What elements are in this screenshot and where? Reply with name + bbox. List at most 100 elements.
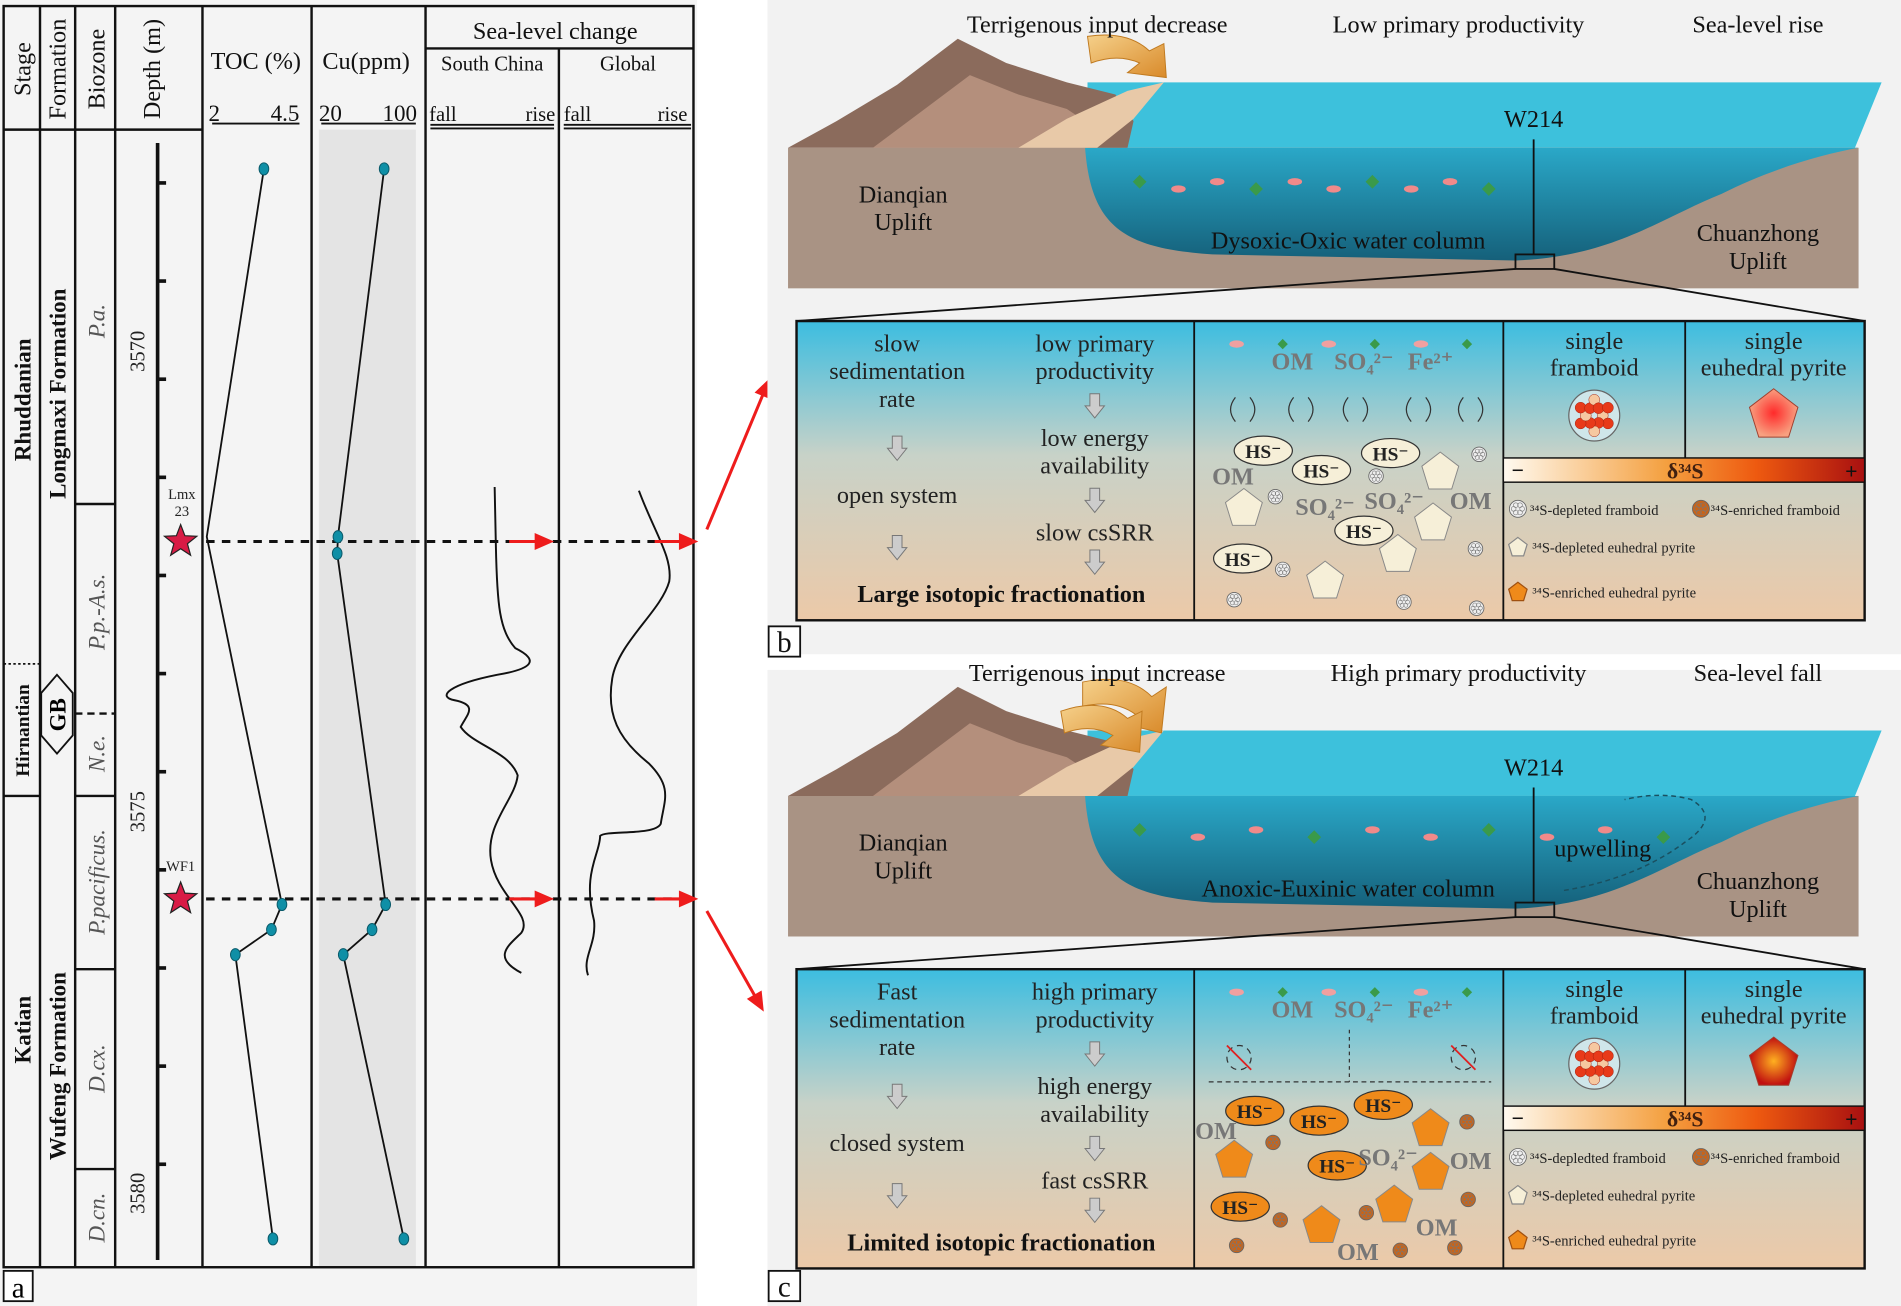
south-china-rise: rise bbox=[526, 104, 556, 126]
framboid-grain bbox=[1574, 417, 1587, 430]
hs-ellipse bbox=[1233, 435, 1293, 466]
west-uplift-label: Uplift bbox=[874, 209, 932, 236]
plankton-icon bbox=[1326, 185, 1341, 193]
panel-a-stratigraphic-column: Stage Formation Biozone Depth (m) TOC (%… bbox=[0, 0, 771, 1306]
hs-ellipse bbox=[1291, 454, 1352, 486]
global-sea-level-curve bbox=[585, 490, 671, 976]
red-arrow-icon bbox=[678, 890, 699, 908]
pyrite-title: euhedral pyrite bbox=[1701, 1003, 1847, 1030]
down-arrow-icon bbox=[886, 534, 908, 561]
framboid-icon bbox=[1226, 592, 1242, 608]
plankton-icon bbox=[1287, 178, 1303, 186]
om-label: OM bbox=[1212, 464, 1254, 491]
red-arrow-icon bbox=[678, 533, 699, 551]
framboid-grain bbox=[1517, 502, 1523, 508]
down-arrow-icon bbox=[886, 1183, 908, 1209]
cycling-arrow-icon bbox=[1288, 396, 1314, 422]
single-framboid-icon bbox=[1568, 389, 1621, 442]
blocked-mark-icon bbox=[1450, 1044, 1477, 1071]
delta-plus: + bbox=[1845, 460, 1857, 484]
cu-point bbox=[398, 1232, 410, 1246]
delta34s-gradient-bar bbox=[1502, 1105, 1866, 1132]
framboid-grain bbox=[1233, 594, 1239, 599]
east-uplift-label: Chuanzhong bbox=[1697, 220, 1819, 247]
west-uplift-label: Dianqian bbox=[859, 829, 948, 856]
delta34s-label: δ³⁴S bbox=[1667, 460, 1704, 484]
framboid-outline bbox=[1267, 489, 1284, 505]
legend-depleted-pyrite: ³⁴S-depleted euhedral pyrite bbox=[1532, 1189, 1695, 1205]
framboid-grain bbox=[1602, 1050, 1614, 1062]
legend-enriched-framboid: ³⁴S-enriched framboid bbox=[1711, 1151, 1841, 1167]
down-arrow-icon bbox=[1084, 1197, 1106, 1224]
east-uplift-label: Chuanzhong bbox=[1697, 868, 1819, 895]
formation-wufeng: Wufeng Formation bbox=[44, 972, 70, 1160]
framboid-outline bbox=[1228, 1237, 1245, 1254]
framboid-grain bbox=[1464, 1193, 1469, 1199]
water-basin bbox=[1085, 795, 1859, 909]
down-arrow-icon bbox=[1084, 487, 1106, 514]
plankton-icon bbox=[1413, 988, 1429, 996]
depth-label-3580: 3580 bbox=[127, 1173, 149, 1214]
framboid-grain bbox=[1371, 470, 1377, 476]
down-arrow-icon bbox=[1084, 1041, 1106, 1067]
mountain-slope bbox=[872, 75, 1104, 148]
legend-enriched-pyrite: ³⁴S-enriched euhedral pyrite bbox=[1532, 1233, 1696, 1249]
framboid-title: single bbox=[1565, 328, 1623, 355]
legend-depleted-framboid: ³⁴S-depledted framboid bbox=[1530, 1151, 1667, 1167]
framboid-outline bbox=[1358, 1205, 1375, 1221]
framboid-grain bbox=[1474, 549, 1480, 555]
hs-ellipse bbox=[1307, 1150, 1367, 1181]
om-label: OM bbox=[1416, 1215, 1458, 1242]
blocked-cycling-icon bbox=[1226, 1044, 1252, 1071]
hs-label: HS⁻ bbox=[1319, 1157, 1355, 1178]
framboid-grain bbox=[1700, 1157, 1706, 1164]
framboid-grain bbox=[1232, 1239, 1238, 1245]
framboid-icon bbox=[1392, 1242, 1408, 1258]
depth-label-3570: 3570 bbox=[127, 331, 149, 372]
energy-text: low energy bbox=[1041, 425, 1150, 452]
framboid-grain bbox=[1233, 600, 1239, 606]
geochem-series bbox=[205, 162, 410, 1246]
framboid-icon bbox=[1447, 1240, 1463, 1256]
productivity-label: Low primary productivity bbox=[1333, 12, 1586, 39]
framboid-grain bbox=[1230, 594, 1235, 599]
framboid-grain bbox=[1403, 596, 1409, 602]
legend-depleted-framboid: ³⁴S-depleted framboid bbox=[1530, 503, 1659, 519]
species-label: SO₄²⁻ bbox=[1334, 349, 1394, 376]
system-text: open system bbox=[837, 482, 958, 509]
framboid-outline bbox=[1447, 1240, 1463, 1256]
framboid-grain bbox=[1276, 1214, 1281, 1220]
framboid-grain bbox=[1450, 1242, 1456, 1248]
om-label: OM bbox=[1337, 1239, 1379, 1266]
zoom-line bbox=[796, 268, 1516, 322]
down-arrow-icon bbox=[1084, 393, 1106, 419]
terrigenous-label: Terrigenous input increase bbox=[969, 660, 1226, 687]
cu-point bbox=[378, 162, 390, 176]
west-uplift-label: Uplift bbox=[874, 857, 932, 884]
enriched-framboid-legend-icon bbox=[1692, 1148, 1710, 1166]
plankton-icon bbox=[1248, 826, 1264, 834]
hs-ellipse bbox=[1212, 543, 1273, 574]
cu-point bbox=[332, 530, 344, 544]
biozone-dcx: D.cx. bbox=[83, 1044, 109, 1094]
hs-ellipse bbox=[1210, 1191, 1270, 1222]
sample-star-icon bbox=[162, 880, 199, 915]
depleted-framboid-legend-icon bbox=[1508, 499, 1527, 518]
plankton-icon bbox=[1597, 826, 1613, 834]
so4-label: SO₄²⁻ bbox=[1295, 494, 1355, 521]
productivity-text: high primary bbox=[1032, 978, 1159, 1005]
toc-point bbox=[267, 1232, 279, 1246]
single-euhedral-pyrite-icon bbox=[1748, 1036, 1799, 1086]
framboid-grain bbox=[1268, 1136, 1274, 1142]
framboid-grain bbox=[1279, 1220, 1285, 1226]
cu-point bbox=[380, 897, 392, 912]
toc-line bbox=[205, 168, 283, 1240]
header-depth: Depth (m) bbox=[139, 19, 166, 119]
formation-gb: GB bbox=[44, 698, 70, 731]
plankton-icon bbox=[1229, 340, 1244, 348]
algae-icon bbox=[1132, 174, 1147, 189]
productivity-text: productivity bbox=[1036, 1006, 1155, 1033]
framboid-icon bbox=[1272, 1212, 1288, 1228]
framboid-grain bbox=[1467, 1193, 1473, 1199]
energy-text: availability bbox=[1040, 453, 1150, 480]
